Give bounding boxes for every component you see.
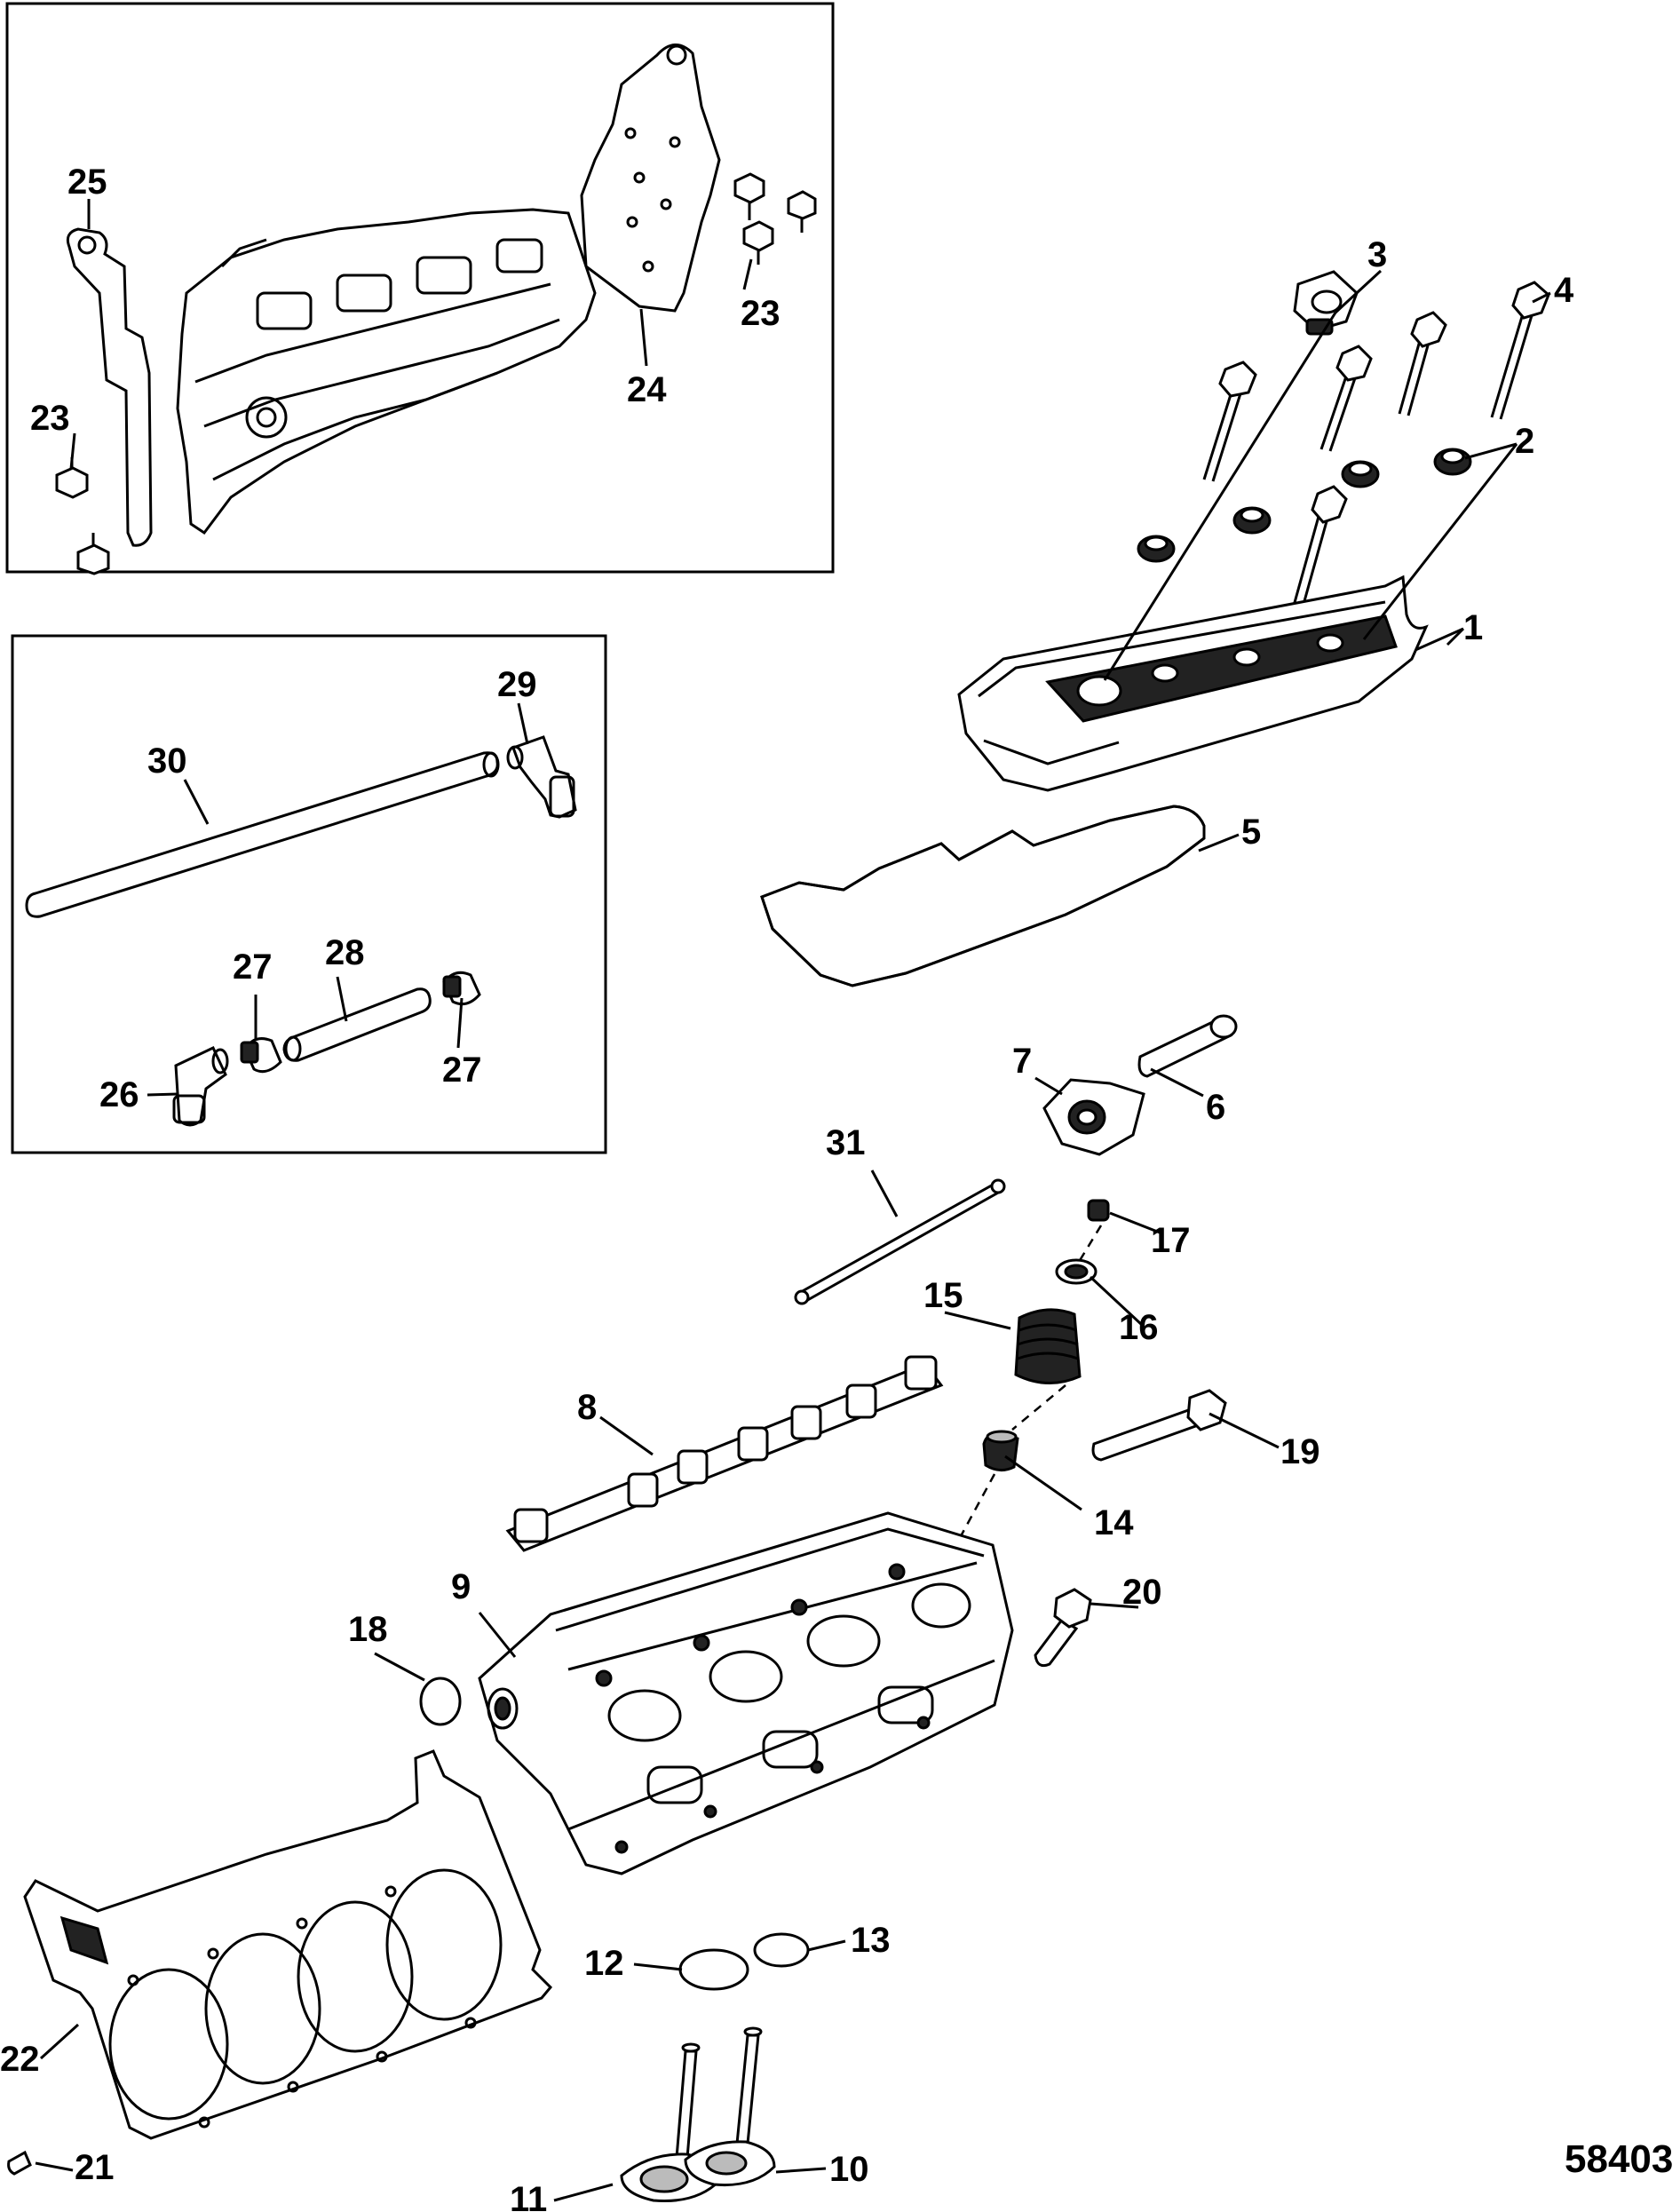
pcv-elbow-26 <box>172 1045 229 1127</box>
stud-23-right-c <box>742 220 774 265</box>
valve-lock-17 <box>1087 1199 1110 1222</box>
callout-label: 2 <box>1515 422 1534 461</box>
oil-fill-cap-3 <box>1293 270 1359 336</box>
pcv-elbow-29 <box>506 735 577 819</box>
callout-label: 29 <box>497 665 537 704</box>
cylinder-head-9 <box>478 1511 1014 1875</box>
seal-ring-18 <box>419 1677 462 1726</box>
callout-label: 26 <box>99 1075 139 1114</box>
callout-label: 22 <box>0 2040 40 2079</box>
callout-label: 28 <box>325 933 365 972</box>
callout-label: 5 <box>1241 813 1261 852</box>
valve-seat-13 <box>753 1932 810 1968</box>
exhaust-manifold <box>176 208 597 535</box>
valve-cover-bolt-4b <box>1319 345 1373 452</box>
spring-retainer-16 <box>1055 1258 1098 1285</box>
head-bolt-19 <box>1091 1389 1227 1462</box>
pcv-tube-30 <box>25 751 500 918</box>
callout-label: 8 <box>577 1388 597 1427</box>
grommet-2c <box>1341 460 1380 488</box>
figure-number: 58403 <box>1565 2137 1673 2181</box>
callout-label: 15 <box>923 1276 963 1315</box>
head-gasket-22 <box>23 1749 553 2140</box>
callout-label: 13 <box>851 1921 891 1960</box>
hose-clamp-27-right <box>442 971 481 1006</box>
callout-label: 12 <box>584 1944 624 1983</box>
callout-label: 16 <box>1119 1308 1159 1347</box>
stud-23-right-b <box>787 190 817 233</box>
callout-label: 11 <box>510 2180 547 2212</box>
callout-label: 1 <box>1463 608 1483 647</box>
callout-label: 25 <box>67 163 107 202</box>
callout-label: 27 <box>442 1051 482 1090</box>
callout-label: 18 <box>348 1610 388 1649</box>
callout-label: 19 <box>1280 1432 1320 1471</box>
callout-label: 31 <box>826 1123 866 1162</box>
hose-clamp-27-left <box>240 1037 282 1074</box>
callout-label: 21 <box>75 2148 115 2187</box>
callout-label: 14 <box>1094 1503 1134 1542</box>
stud-23-left-b <box>76 533 110 575</box>
lifting-bracket-25 <box>66 227 153 547</box>
rocker-bolt-6 <box>1137 1014 1238 1078</box>
dowel-pin-21 <box>7 2150 32 2176</box>
callout-label: 20 <box>1122 1573 1162 1612</box>
pushrod-31 <box>794 1178 1006 1305</box>
valve-cover-bolt-4c <box>1398 311 1447 416</box>
inset-box-pcv-hoses <box>11 634 607 1154</box>
head-bolt-20 <box>1034 1588 1092 1668</box>
pushrod-guide-8 <box>505 1355 944 1552</box>
callout-label: 6 <box>1206 1088 1225 1127</box>
inset-box-exhaust-manifold <box>5 2 835 574</box>
callout-label: 7 <box>1012 1042 1032 1081</box>
grommet-2a <box>1137 535 1176 563</box>
callout-label: 30 <box>147 741 187 781</box>
callout-labels: 1 2 3 4 5 6 7 8 9 10 11 12 13 14 15 16 1… <box>0 163 1574 2212</box>
callout-label: 23 <box>30 399 70 438</box>
valve-stem-seal-14 <box>982 1430 1019 1471</box>
callout-label: 4 <box>1554 271 1574 310</box>
callout-label: 9 <box>451 1567 471 1606</box>
valve-cover-gasket-5 <box>760 805 1206 987</box>
exhaust-valve-10 <box>684 2026 776 2187</box>
callout-label: 17 <box>1151 1221 1191 1260</box>
pcv-hose-28 <box>282 987 432 1062</box>
callout-label: 24 <box>627 370 667 409</box>
heat-shield-plate-24 <box>580 44 721 313</box>
callout-label: 10 <box>829 2150 869 2189</box>
grommet-2b <box>1232 506 1272 535</box>
valve-seat-12 <box>678 1948 749 1991</box>
valve-cover-bolt-4d <box>1490 281 1550 420</box>
valve-spring-15 <box>1014 1308 1082 1385</box>
callout-label: 3 <box>1367 235 1387 274</box>
callout-label: 27 <box>233 947 273 987</box>
valve-cover-1 <box>957 575 1429 792</box>
stud-23-right-a <box>733 172 765 220</box>
callout-label: 23 <box>741 294 781 333</box>
valve-cover-bolt-4a <box>1202 361 1257 482</box>
grommet-2d <box>1433 448 1472 476</box>
rocker-arm-7 <box>1042 1078 1145 1156</box>
leader-lines <box>35 199 1551 2202</box>
